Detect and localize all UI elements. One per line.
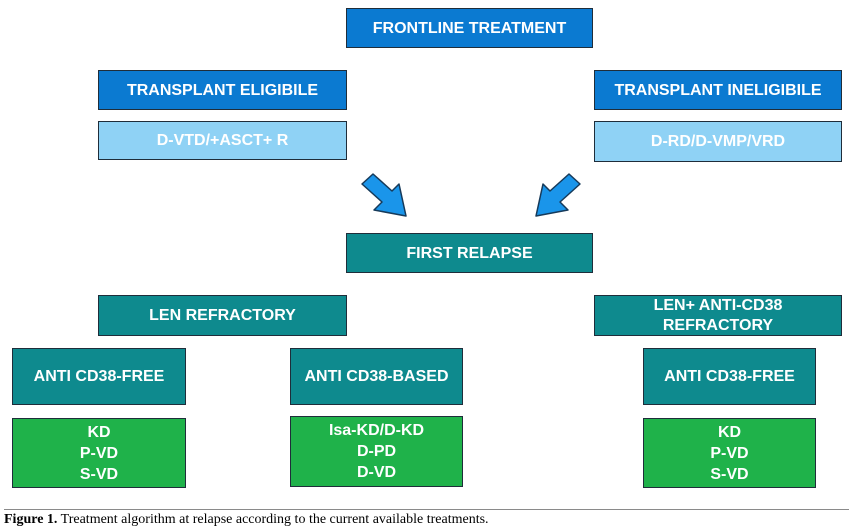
transplant-eligible-label: TRANSPLANT ELIGIBILE [126, 81, 319, 99]
regimen-item: S-VD [710, 465, 749, 483]
eligible-regimen-label: D-VTD/+ASCT+ R [156, 132, 289, 149]
len-cd38-refractory-line-2: REFRACTORY [662, 316, 774, 334]
frontline-treatment-label: FRONTLINE TREATMENT [372, 19, 567, 37]
regimen-item: KD [87, 423, 111, 441]
figure-caption-text: Treatment algorithm at relapse according… [57, 512, 489, 527]
len-refractory-label: LEN REFRACTORY [149, 307, 296, 324]
arrow-down-left-icon [535, 173, 581, 217]
transplant-ineligible-box: TRANSPLANT INELIGIBILE [594, 70, 842, 110]
figure-caption: Figure 1. Treatment algorithm at relapse… [4, 509, 849, 528]
regimens-box-left: KD P-VD S-VD [12, 418, 186, 488]
frontline-treatment-box: FRONTLINE TREATMENT [346, 8, 593, 48]
anti-cd38-based-label: ANTI CD38-BASED [304, 368, 449, 385]
anti-cd38-based-box: ANTI CD38-BASED [290, 348, 463, 405]
anti-cd38-free-label-left: ANTI CD38-FREE [33, 368, 165, 385]
len-cd38-refractory-line-1: LEN+ ANTI-CD38 [653, 296, 783, 314]
regimen-item: D-PD [356, 443, 397, 460]
first-relapse-box: FIRST RELAPSE [346, 233, 593, 273]
regimen-item: P-VD [79, 444, 119, 462]
first-relapse-label: FIRST RELAPSE [406, 244, 533, 262]
len-cd38-refractory-box: LEN+ ANTI-CD38 REFRACTORY [594, 295, 842, 336]
regimen-item: S-VD [79, 465, 119, 483]
ineligible-regimen-label: D-RD/D-VMP/VRD [650, 133, 786, 150]
anti-cd38-free-label-right: ANTI CD38-FREE [664, 368, 795, 385]
anti-cd38-free-box-left: ANTI CD38-FREE [12, 348, 186, 405]
regimen-item: KD [717, 423, 742, 441]
regimen-item: D-VD [356, 464, 397, 481]
len-refractory-box: LEN REFRACTORY [98, 295, 347, 336]
regimen-item: Isa-KD/D-KD [328, 422, 425, 439]
regimens-box-right: KD P-VD S-VD [643, 418, 816, 488]
regimen-item: P-VD [710, 444, 749, 462]
regimens-box-middle: Isa-KD/D-KD D-PD D-VD [290, 416, 463, 487]
arrow-down-right-icon [361, 173, 407, 217]
ineligible-regimen-box: D-RD/D-VMP/VRD [594, 121, 842, 162]
transplant-ineligible-label: TRANSPLANT INELIGIBILE [614, 81, 822, 99]
eligible-regimen-box: D-VTD/+ASCT+ R [98, 121, 347, 160]
anti-cd38-free-box-right: ANTI CD38-FREE [643, 348, 816, 405]
transplant-eligible-box: TRANSPLANT ELIGIBILE [98, 70, 347, 110]
figure-label: Figure 1. [4, 512, 58, 527]
